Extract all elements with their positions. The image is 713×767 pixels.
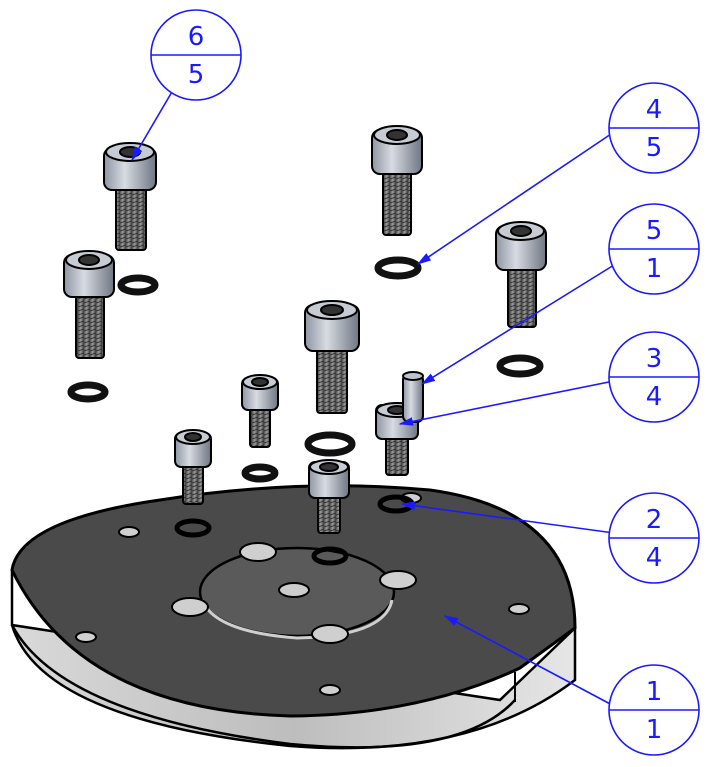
washer bbox=[374, 256, 422, 280]
base-plate bbox=[10, 484, 577, 750]
cap-screw bbox=[63, 250, 115, 359]
washer bbox=[67, 381, 109, 403]
washers bbox=[67, 256, 544, 483]
leader-2 bbox=[400, 501, 615, 534]
cap-screw bbox=[174, 429, 212, 505]
cap-screw bbox=[495, 221, 547, 328]
balloon: 4 5 bbox=[608, 82, 700, 174]
balloon-qty: 1 bbox=[646, 254, 663, 284]
balloon: 3 4 bbox=[608, 331, 700, 423]
cap-screw bbox=[103, 142, 157, 251]
cap-screw bbox=[241, 374, 279, 448]
leader-6 bbox=[131, 84, 177, 162]
leader-1 bbox=[443, 615, 615, 707]
leader-lines bbox=[131, 84, 615, 707]
balloon-qty: 5 bbox=[646, 133, 663, 163]
balloon-item: 4 bbox=[646, 95, 663, 125]
washer bbox=[117, 274, 159, 296]
washer bbox=[496, 354, 544, 378]
washer bbox=[304, 431, 356, 457]
balloon-qty: 4 bbox=[646, 382, 663, 412]
balloon-item: 3 bbox=[646, 344, 663, 374]
balloon-item: 5 bbox=[646, 216, 663, 246]
balloon-qty: 1 bbox=[646, 715, 663, 745]
cap-screw bbox=[371, 125, 423, 236]
leader-3 bbox=[398, 380, 615, 426]
washer bbox=[241, 463, 279, 483]
balloon-item: 6 bbox=[188, 22, 205, 52]
balloon-qty: 5 bbox=[188, 60, 205, 90]
balloon: 6 5 bbox=[150, 9, 242, 101]
balloon-qty: 4 bbox=[646, 543, 663, 573]
cap-screw bbox=[308, 459, 350, 534]
balloon: 5 1 bbox=[608, 203, 700, 295]
cap-screws bbox=[63, 125, 547, 534]
dowel-pin bbox=[402, 371, 424, 423]
balloon-item: 1 bbox=[646, 677, 663, 707]
cap-screw bbox=[304, 300, 360, 414]
leader-4 bbox=[416, 131, 615, 265]
balloon: 2 4 bbox=[608, 492, 700, 584]
leader-5 bbox=[420, 264, 615, 385]
balloon-item: 2 bbox=[646, 505, 663, 535]
balloon: 1 1 bbox=[608, 664, 700, 756]
